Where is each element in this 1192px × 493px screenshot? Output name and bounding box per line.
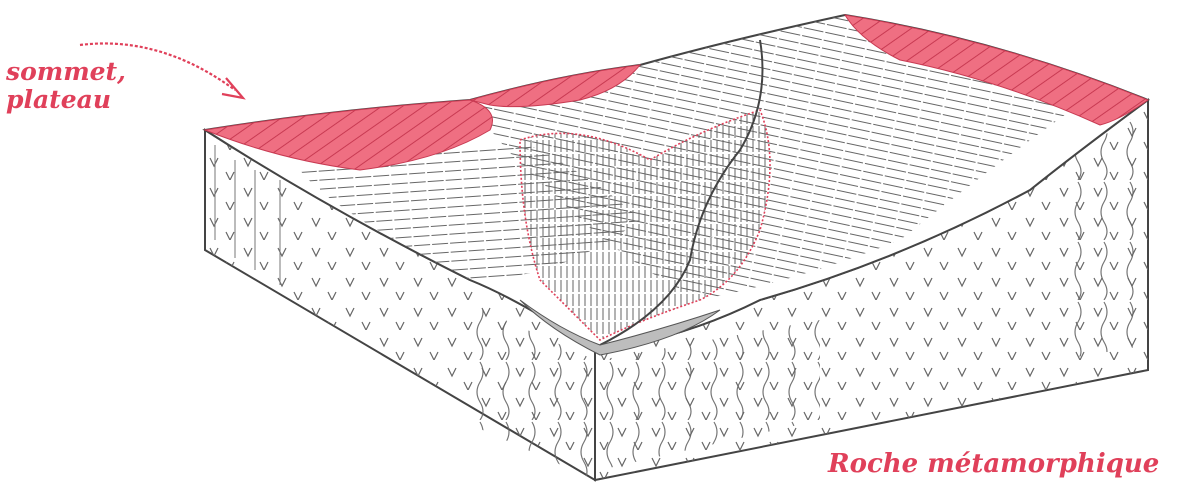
rock-type-label: Roche métamorphique bbox=[828, 450, 1159, 479]
summit-label-line1: sommet, bbox=[6, 58, 126, 86]
summit-plateau-label: sommet, plateau bbox=[6, 58, 126, 113]
summit-label-line2: plateau bbox=[6, 86, 126, 114]
